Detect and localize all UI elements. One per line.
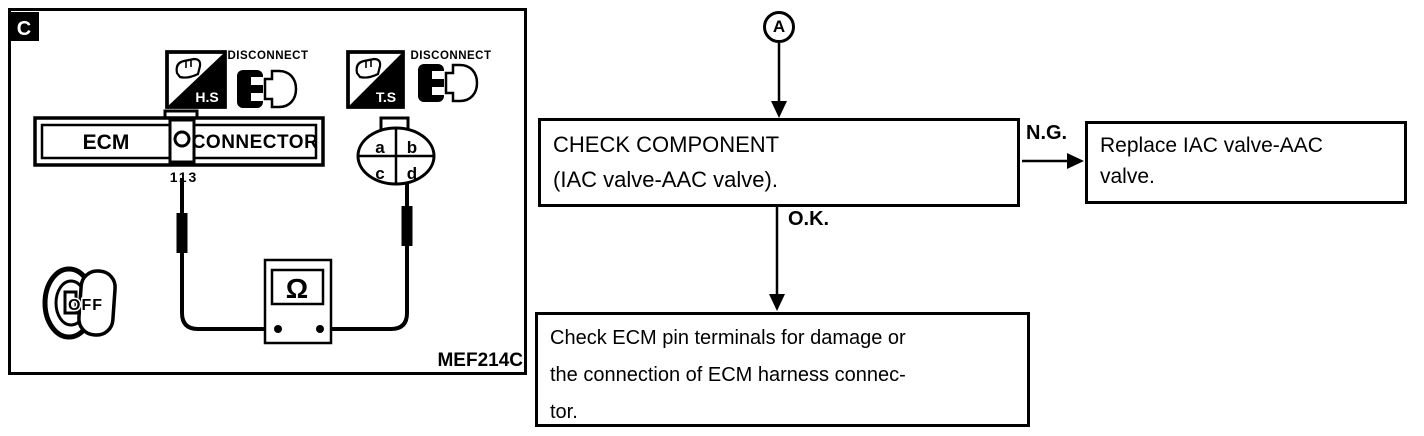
ts-tool-icon: T.S	[346, 50, 405, 109]
arrow-down-to-check	[771, 101, 787, 118]
ignition-off-label: OFF	[68, 297, 103, 314]
check-ecm-pins-line3: tor.	[550, 401, 578, 423]
arrow-right-to-replace	[1067, 153, 1084, 169]
ohmmeter: Ω	[263, 258, 333, 345]
check-ecm-pins-box: Check ECM pin terminals for damage or th…	[535, 312, 1030, 427]
arrow-down-to-ecmpin	[769, 294, 785, 311]
disconnect-connector-icon-hs	[237, 69, 298, 109]
pin-b-label: b	[407, 138, 417, 157]
panel-corner-label: C	[17, 18, 31, 40]
check-ecm-pins-line2: the connection of ECM harness connec-	[550, 364, 906, 386]
disconnect-label-hs: DISCONNECT	[227, 50, 308, 62]
illustration-panel: C H.S DISCONNECT	[8, 8, 527, 375]
hs-tool-label: H.S	[195, 89, 218, 105]
ecm-label: ECM	[83, 131, 130, 154]
hand-tool-glyph	[355, 57, 382, 79]
hand-tool-glyph	[175, 57, 202, 79]
panel-corner-badge: C	[9, 12, 39, 41]
terminal-number-label: 113	[170, 169, 199, 185]
ignition-off-icon: OFF	[42, 266, 117, 340]
check-component-line1: CHECK COMPONENT	[553, 132, 780, 157]
connector-node-a: A	[763, 11, 795, 43]
pin-c-label: c	[375, 164, 384, 183]
hs-tool-icon: H.S	[165, 50, 227, 109]
check-ecm-pins-line1: Check ECM pin terminals for damage or	[550, 327, 906, 349]
disconnect-label-ts: DISCONNECT	[410, 50, 491, 62]
connector-node-a-label: A	[772, 17, 786, 36]
replace-valve-box: Replace IAC valve-AAC valve.	[1085, 121, 1407, 204]
test-lead-wires	[176, 170, 413, 331]
ts-tool-label: T.S	[376, 89, 396, 105]
pin-d-label: d	[407, 164, 417, 183]
ok-branch-label: O.K.	[788, 208, 830, 230]
connector-label: CONNECTOR	[192, 132, 319, 153]
ng-branch-label: N.G.	[1026, 122, 1068, 144]
iac-valve-connector: a b c d	[356, 116, 436, 186]
check-component-box: CHECK COMPONENT (IAC valve-AAC valve).	[538, 118, 1020, 207]
replace-valve-line1: Replace IAC valve-AAC	[1100, 134, 1323, 157]
check-component-line2: (IAC valve-AAC valve).	[553, 167, 778, 192]
figure-code: MEF214C	[437, 350, 523, 371]
replace-valve-line2: valve.	[1100, 165, 1155, 188]
disconnect-connector-icon-ts	[418, 63, 479, 103]
pin-a-label: a	[375, 138, 385, 157]
ohm-symbol: Ω	[286, 273, 308, 304]
ecm-connector: ECM CONNECTOR 113	[33, 109, 325, 185]
